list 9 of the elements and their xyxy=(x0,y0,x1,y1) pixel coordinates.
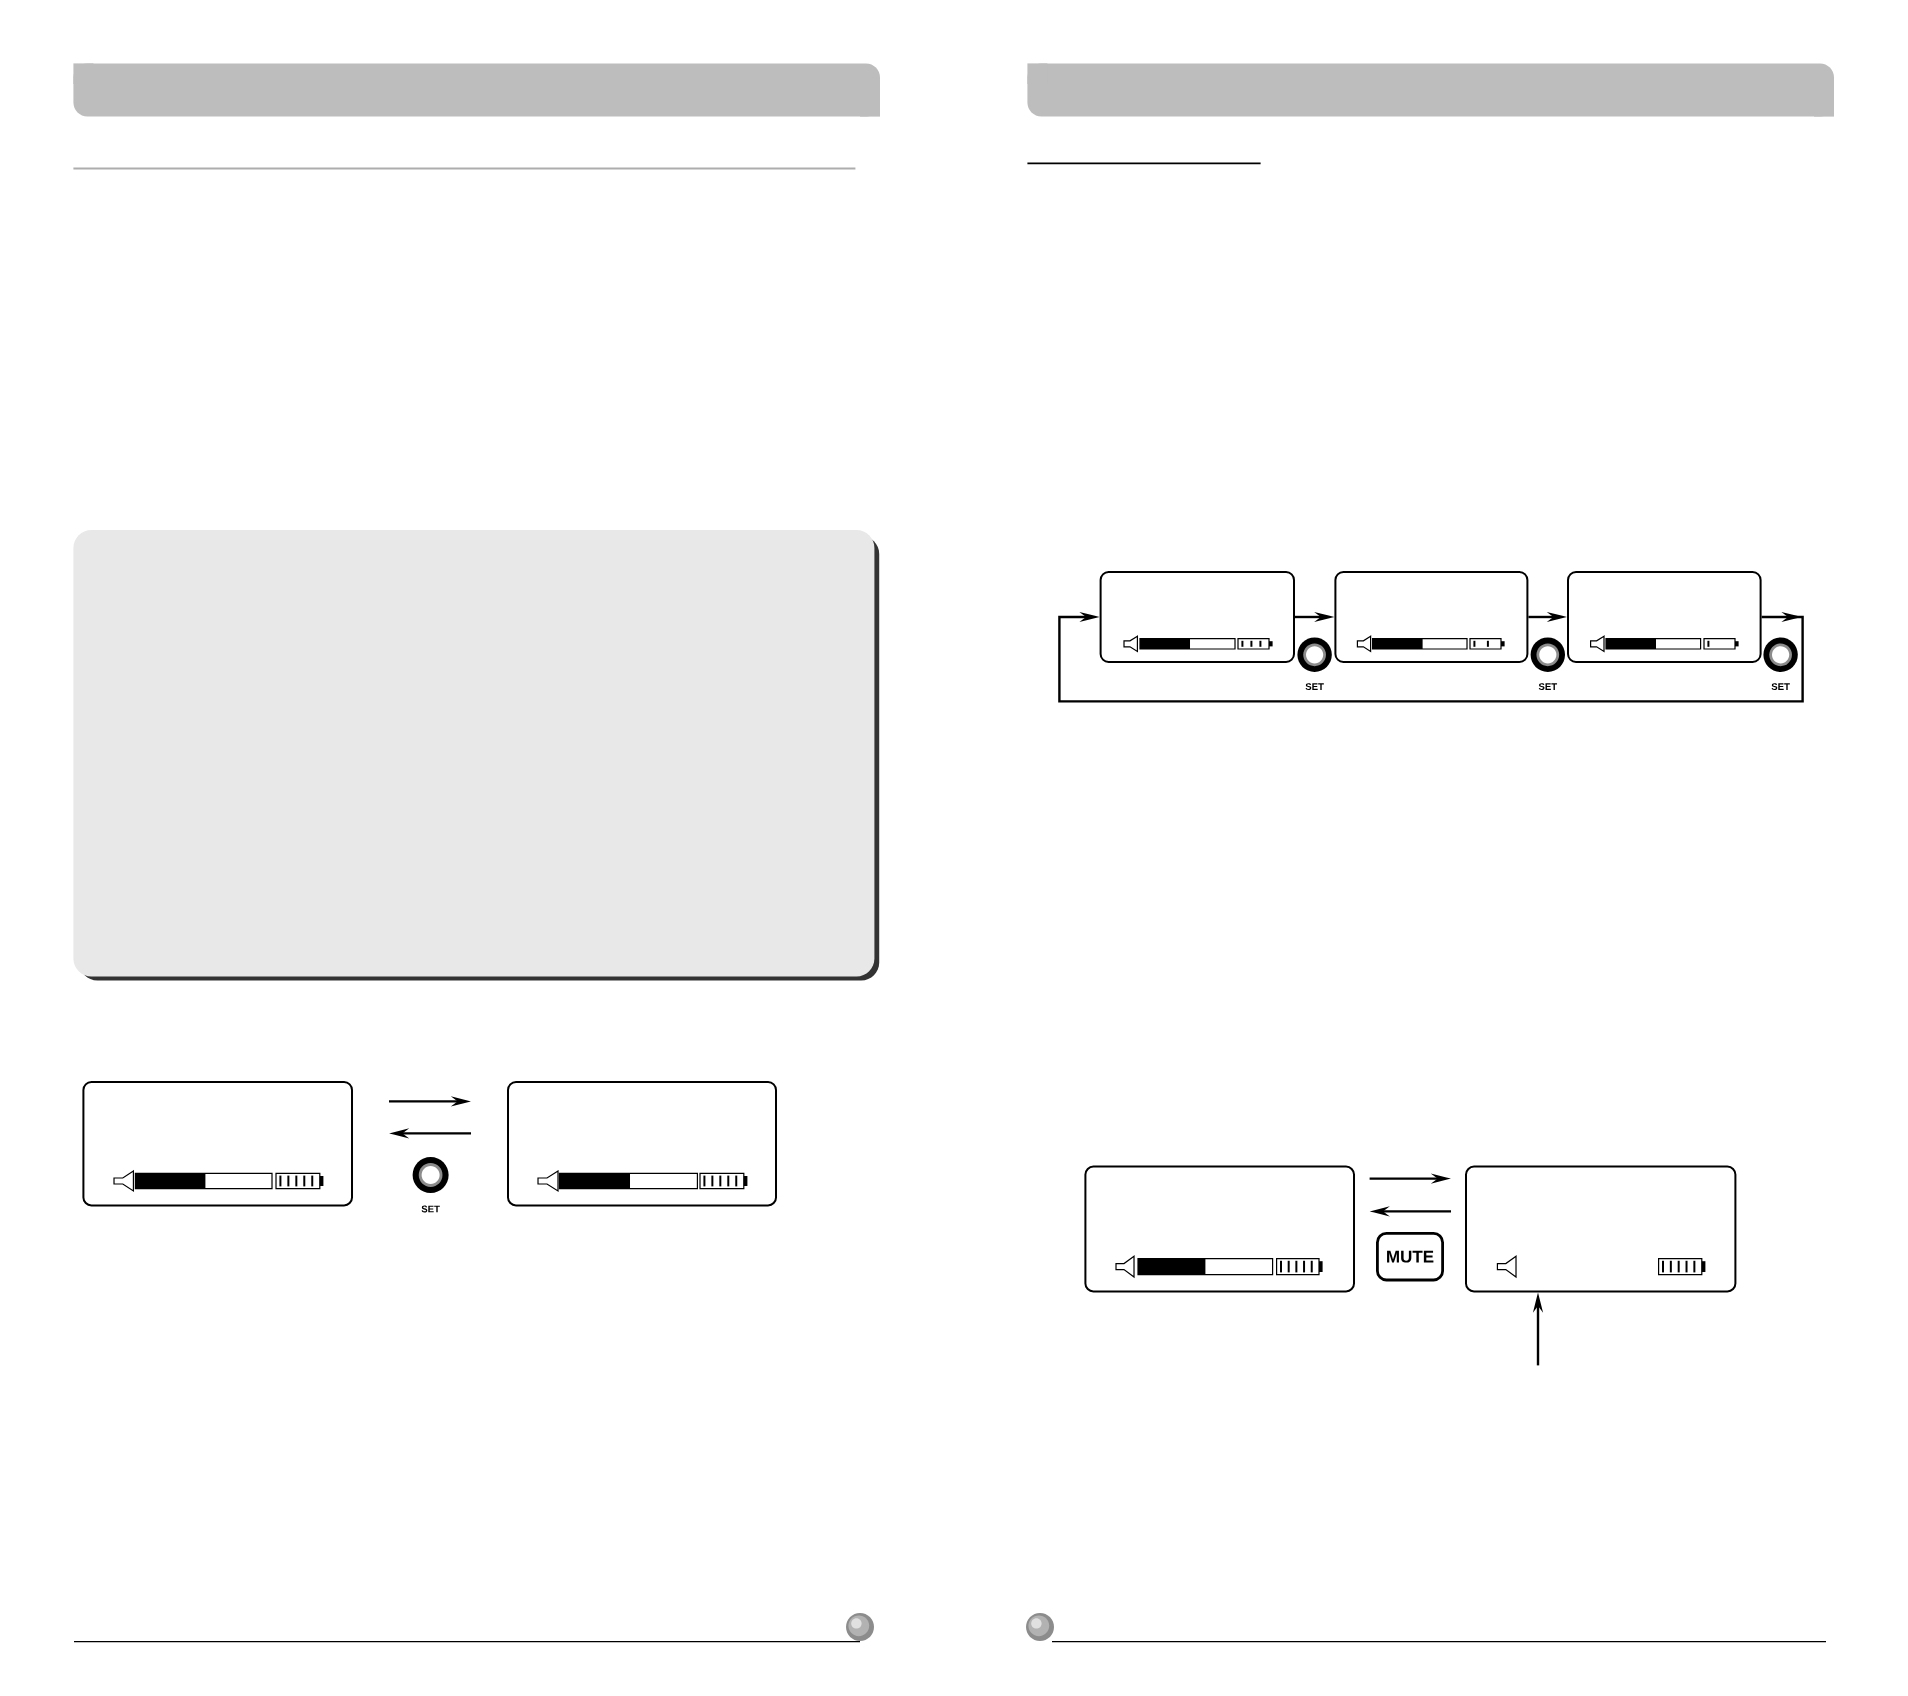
arrow xyxy=(1058,611,1804,703)
button: MUTE xyxy=(1376,1232,1444,1282)
lcd-screen xyxy=(1084,1165,1355,1293)
lcd-screen xyxy=(82,1081,353,1207)
lcd-screen xyxy=(1334,571,1529,663)
lcd-screen xyxy=(1099,571,1295,663)
lcd-screen xyxy=(1465,1165,1737,1293)
lcd-screen xyxy=(1567,571,1762,663)
lcd-screen xyxy=(507,1081,777,1207)
